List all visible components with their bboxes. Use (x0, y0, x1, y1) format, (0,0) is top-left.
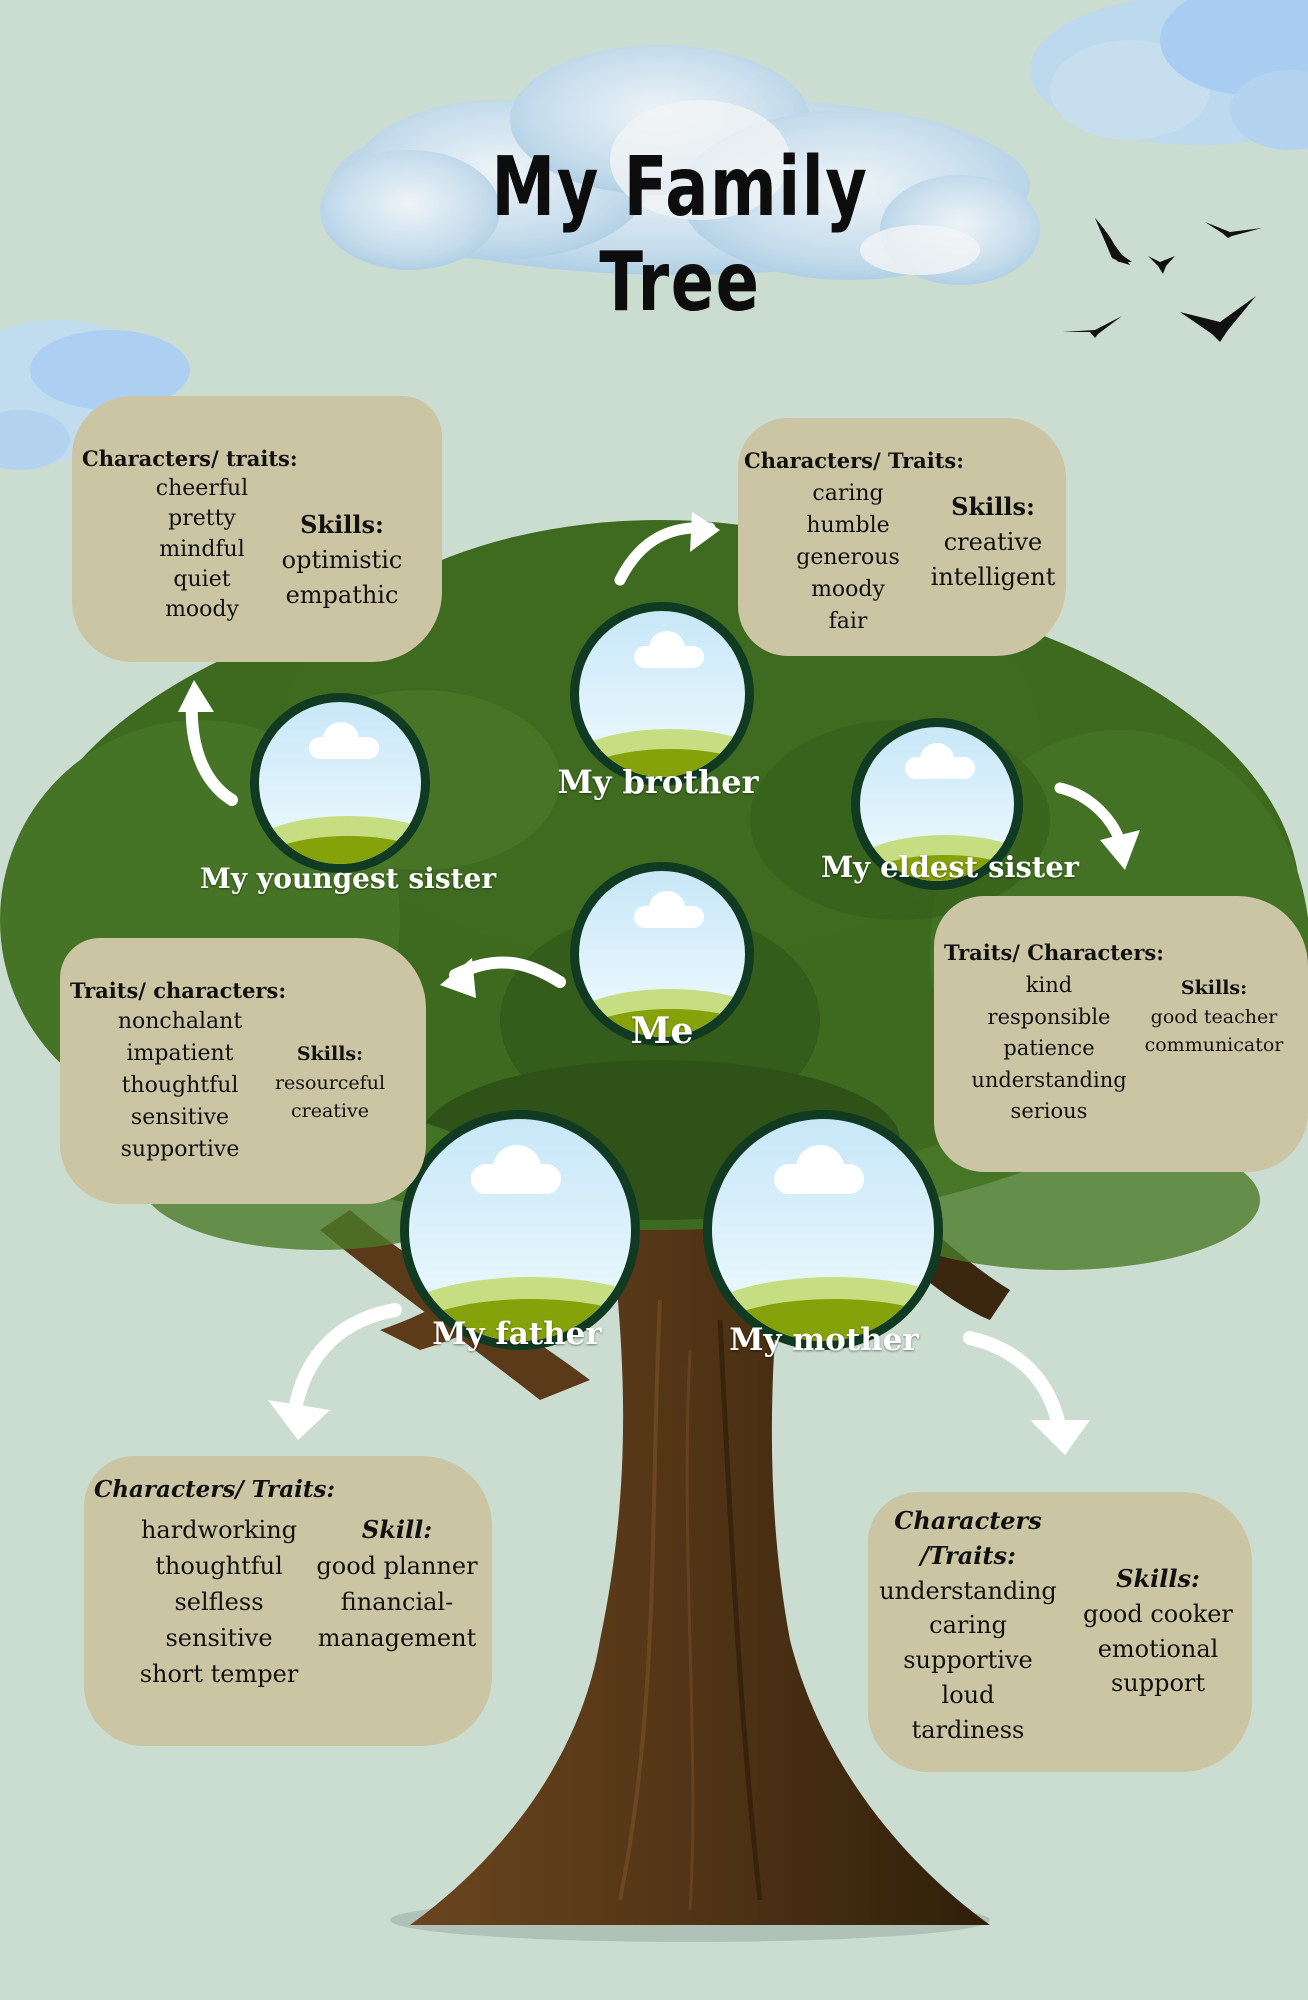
youngest-sister-info-card: Characters/ traits: cheerful pretty mind… (72, 396, 442, 662)
skill-item: good cooker (1083, 1599, 1233, 1628)
skills-list: Skills: optimistic empathic (272, 508, 412, 612)
trait-item: understanding (971, 1067, 1127, 1092)
trait-item: humble (806, 512, 890, 538)
youngest-sister-photo-frame (250, 693, 430, 873)
skill-item: creative (943, 527, 1043, 556)
eldest-sister-info-card: Traits/ Characters: kind responsible pat… (934, 896, 1308, 1172)
cloud-top-right (1030, 0, 1308, 150)
me-name-label: Me (630, 1010, 694, 1052)
trait-item: fair (828, 608, 868, 634)
trait-item: selfless (174, 1588, 264, 1616)
skill-item: empathic (285, 580, 399, 609)
traits-heading-line2: /Traits: (920, 1540, 1016, 1570)
trait-item: hardworking (140, 1516, 298, 1544)
traits-heading: Traits/ characters: (70, 978, 287, 1003)
traits-list: hardworking thoughtful selfless sensitiv… (134, 1512, 304, 1692)
me-info-card: Traits/ characters: nonchalant impatient… (60, 938, 426, 1204)
skills-heading: Skills: (1116, 1564, 1200, 1593)
trait-item: thoughtful (121, 1072, 239, 1098)
skills-heading: Skill: (361, 1515, 433, 1544)
trait-item: moody (811, 576, 885, 602)
trait-item: generous (796, 544, 900, 570)
title-cloud (320, 45, 1040, 285)
skill-item: resourceful (274, 1071, 386, 1094)
father-photo-frame (400, 1110, 640, 1350)
trait-item: cheerful (155, 476, 249, 501)
trait-item: kind (1025, 973, 1073, 997)
skill-item: emotional (1097, 1634, 1219, 1663)
trait-item: pretty (168, 506, 236, 532)
trait-item: caring (929, 1611, 1007, 1640)
trait-item: supportive (903, 1646, 1033, 1675)
traits-heading: Characters/ Traits: (744, 448, 964, 473)
trait-item: nonchalant (117, 1009, 243, 1034)
trait-item: supportive (120, 1136, 240, 1162)
skill-item: intelligent (930, 562, 1056, 591)
skills-heading: Skills: (300, 510, 384, 539)
trait-item: serious (1010, 1099, 1088, 1123)
youngest-sister-name-label: My youngest sister (199, 862, 497, 895)
father-info-card: Characters/ Traits: hardworking thoughtf… (84, 1456, 492, 1746)
traits-heading-line1: Characters (894, 1506, 1042, 1535)
skill-item: communicator (1144, 1034, 1284, 1056)
skills-heading: Skills: (951, 492, 1035, 521)
trait-item: mindful (159, 536, 245, 562)
trait-item: sensitive (130, 1104, 230, 1130)
eldest-sister-name-label: My eldest sister (821, 850, 1079, 884)
skills-list: Skills: creative intelligent (918, 490, 1068, 594)
mother-photo-frame (703, 1110, 943, 1350)
traits-list: kind responsible patience understanding … (964, 970, 1134, 1128)
trait-item: impatient (126, 1040, 234, 1066)
trait-item: moody (165, 597, 239, 623)
trait-item: quiet (173, 567, 231, 593)
skill-item: financial- (340, 1588, 454, 1616)
skill-item: good teacher (1150, 1005, 1278, 1028)
skill-item: support (1110, 1669, 1206, 1698)
brother-photo-frame (570, 602, 754, 786)
page-title: My Family Tree (491, 140, 869, 330)
traits-list: Characters /Traits: understanding caring… (868, 1504, 1068, 1748)
traits-list: cheerful pretty mindful quiet moody (127, 474, 277, 626)
skills-list: Skill: good planner financial- managemen… (312, 1512, 482, 1656)
traits-heading: Characters/ Traits: (94, 1476, 335, 1503)
skills-list: Skills: good teacher communicator (1134, 974, 1294, 1060)
mother-info-card: Characters /Traits: understanding caring… (868, 1492, 1252, 1772)
brother-info-card: Characters/ Traits: caring humble genero… (738, 418, 1066, 656)
trait-item: short temper (139, 1660, 299, 1688)
skill-item: good planner (316, 1552, 478, 1580)
trait-item: caring (812, 481, 884, 506)
mother-name-label: My mother (729, 1322, 919, 1358)
skills-heading: Skills: (1180, 977, 1248, 999)
trait-item: sensitive (165, 1624, 273, 1652)
skill-item: management (317, 1624, 477, 1652)
traits-heading: Characters/ traits: (82, 446, 298, 471)
trait-item: thoughtful (155, 1552, 283, 1580)
skills-heading: Skills: (296, 1043, 364, 1065)
trait-item: patience (1003, 1036, 1095, 1060)
father-name-label: My father (432, 1316, 602, 1352)
skill-item: creative (291, 1100, 369, 1122)
birds-silhouette-icon (1062, 218, 1262, 342)
me-photo-frame (570, 862, 754, 1046)
traits-heading: Traits/ Characters: (944, 940, 1164, 965)
trait-item: tardiness (911, 1715, 1025, 1744)
skills-list: Skills: good cooker emotional support (1073, 1562, 1243, 1701)
trait-item: responsible (987, 1004, 1111, 1029)
traits-list: caring humble generous moody fair (788, 478, 908, 637)
eldest-sister-photo-frame (851, 718, 1023, 890)
skills-list: Skills: resourceful creative (260, 1040, 400, 1126)
trait-item: loud (941, 1680, 995, 1709)
traits-list: nonchalant impatient thoughtful sensitiv… (105, 1006, 255, 1165)
brother-name-label: My brother (557, 763, 759, 801)
trait-item: understanding (879, 1576, 1057, 1605)
arrow-heads (178, 512, 1140, 1455)
skill-item: optimistic (281, 545, 403, 574)
